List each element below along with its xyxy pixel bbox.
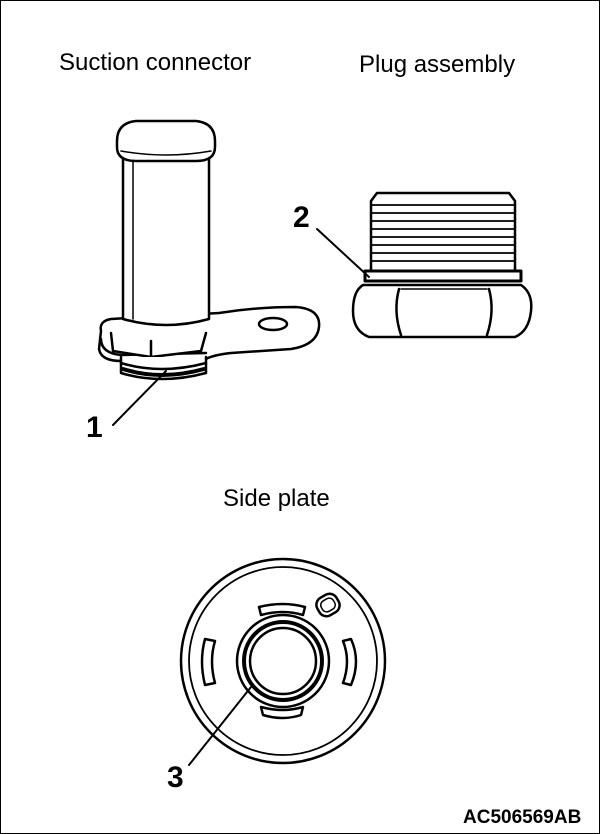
side-plate-small-hole — [315, 592, 341, 618]
figure-code: AC506569AB — [463, 807, 582, 828]
suction-connector-tube — [121, 151, 211, 327]
plug-assembly-label: Plug assembly — [359, 51, 516, 78]
side-plate-slot-left — [200, 637, 217, 687]
callout-2: 2 — [293, 201, 310, 234]
side-plate-label: Side plate — [223, 485, 330, 512]
suction-connector-label: Suction connector — [59, 49, 252, 76]
suction-connector-bolt-hole — [257, 316, 289, 332]
side-plate-slot-right — [341, 637, 358, 687]
callout-3: 3 — [167, 761, 184, 794]
suction-connector-drawing — [97, 119, 321, 426]
side-plate-drawing — [179, 557, 387, 766]
plug-hex-head — [351, 283, 533, 339]
plug-o-ring — [363, 269, 523, 283]
side-plate-center-boss — [235, 613, 331, 709]
side-plate-seal-ring — [242, 620, 324, 702]
callout-1: 1 — [86, 411, 103, 444]
side-plate-slot-bottom — [259, 705, 305, 720]
plug-assembly-drawing — [316, 191, 533, 339]
side-plate-slot-top — [257, 602, 307, 617]
side-plate-outer-rim — [179, 557, 387, 765]
suction-connector-top-lip — [115, 119, 217, 163]
